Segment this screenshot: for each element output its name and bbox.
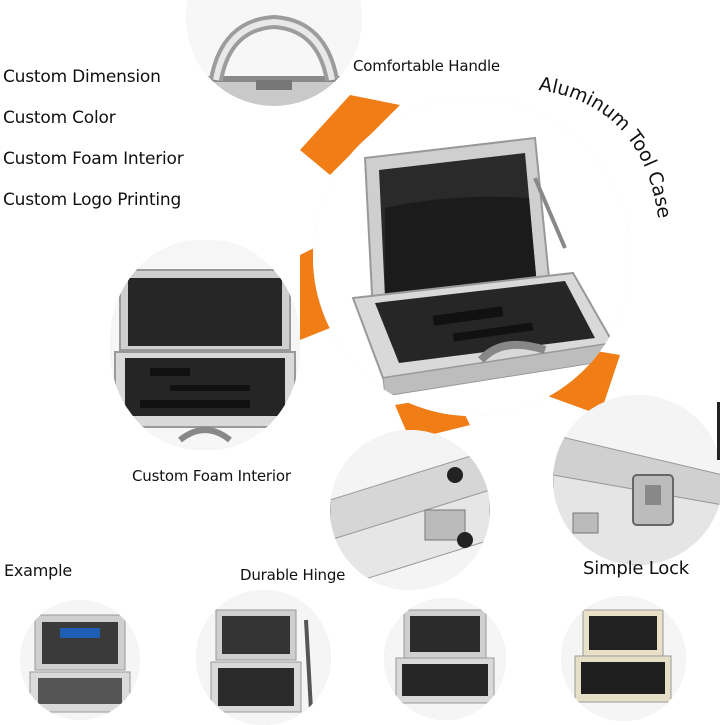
- example-case-4-image: [561, 596, 686, 721]
- edge-bar: [717, 402, 720, 460]
- label-comfortable-handle: Comfortable Handle: [353, 57, 500, 75]
- example-case-3-image: [384, 598, 506, 720]
- label-custom-foam-interior: Custom Foam Interior: [132, 467, 291, 485]
- hinge-closeup-image: [330, 430, 490, 590]
- feature-custom-foam-interior: Custom Foam Interior: [3, 149, 184, 169]
- label-example: Example: [4, 561, 73, 580]
- feature-custom-color: Custom Color: [3, 108, 116, 128]
- label-durable-hinge: Durable Hinge: [240, 566, 346, 584]
- lock-closeup-image: [553, 395, 720, 565]
- label-simple-lock: Simple Lock: [583, 558, 690, 579]
- example-case-1-image: [20, 600, 140, 720]
- foam-interior-image: [110, 240, 300, 450]
- main-case-image: [313, 98, 631, 416]
- feature-custom-logo-printing: Custom Logo Printing: [3, 190, 182, 210]
- feature-custom-dimension: Custom Dimension: [3, 67, 161, 87]
- example-case-2-image: [196, 590, 331, 725]
